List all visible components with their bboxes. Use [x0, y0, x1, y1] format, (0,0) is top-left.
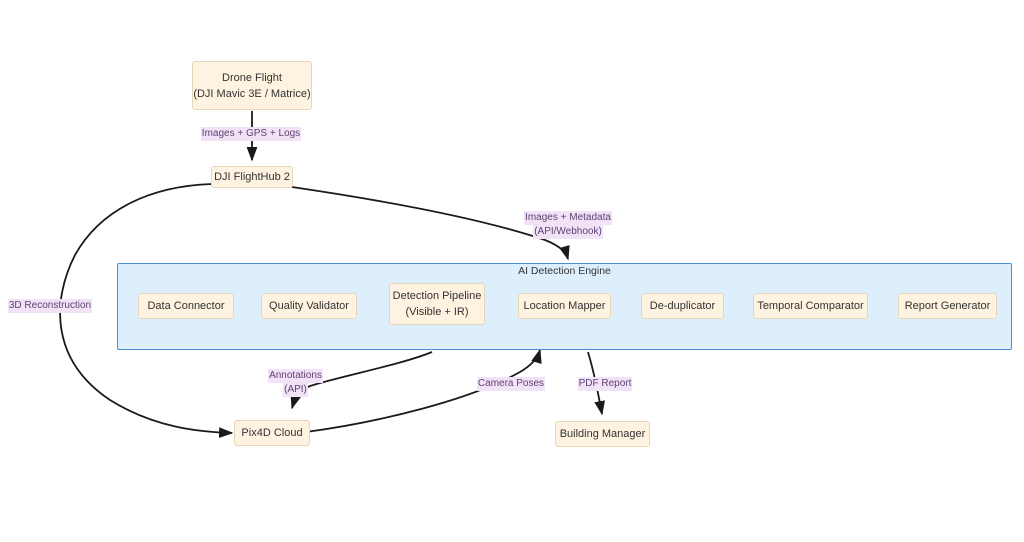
edge-flighthub-to-engine: [291, 186, 570, 261]
node-data-connector[interactable]: Data Connector: [138, 293, 234, 319]
node-dji-flighthub-2-label: DJI FlightHub 2: [214, 171, 290, 183]
edge-label-camera-poses: Camera Poses: [476, 377, 546, 391]
node-detection-pipeline[interactable]: Detection Pipeline (Visible + IR): [389, 283, 485, 325]
node-report-generator[interactable]: Report Generator: [898, 293, 997, 319]
node-de-duplicator[interactable]: De-duplicator: [641, 293, 724, 319]
edge-label-images-metadata-line1: Images + Metadata: [524, 211, 612, 225]
edge-label-pdf-report: PDF Report: [574, 377, 636, 391]
node-temporal-comparator-label: Temporal Comparator: [757, 300, 864, 312]
edge-label-images-gps-logs-line1: Images + GPS + Logs: [200, 127, 302, 141]
node-location-mapper-label: Location Mapper: [523, 300, 606, 312]
edge-label-images-metadata: Images + Metadata (API/Webhook): [518, 211, 618, 239]
node-report-generator-label: Report Generator: [904, 300, 991, 312]
edge-label-3d-reconstruction: 3D Reconstruction: [5, 299, 95, 313]
edge-label-images-gps-logs: Images + GPS + Logs: [196, 127, 306, 141]
node-drone-flight-line2: (DJI Mavic 3E / Matrice): [193, 87, 311, 100]
edge-label-3d-reconstruction-line1: 3D Reconstruction: [7, 299, 93, 313]
node-drone-flight-line1: Drone Flight: [222, 71, 282, 84]
node-pix4d-cloud-label: Pix4D Cloud: [241, 427, 303, 439]
edge-engine-to-pix4d-annotations: [290, 351, 433, 410]
node-detection-pipeline-line2: (Visible + IR): [405, 306, 469, 318]
edge-label-images-metadata-line2: (API/Webhook): [533, 225, 603, 239]
node-drone-flight[interactable]: Drone Flight (DJI Mavic 3E / Matrice): [192, 61, 312, 110]
node-detection-pipeline-line1: Detection Pipeline: [392, 290, 482, 302]
edge-pix4d-to-engine-camera-poses: [305, 348, 542, 433]
edge-engine-to-building-manager: [587, 351, 605, 416]
node-pix4d-cloud[interactable]: Pix4D Cloud: [234, 420, 310, 446]
node-temporal-comparator[interactable]: Temporal Comparator: [753, 293, 868, 319]
node-data-connector-label: Data Connector: [147, 300, 225, 312]
edge-label-annotations-line1: Annotations: [268, 369, 323, 383]
node-building-manager-label: Building Manager: [559, 428, 646, 440]
node-de-duplicator-label: De-duplicator: [649, 300, 716, 312]
edge-label-annotations-line2: (API): [283, 383, 308, 397]
edge-label-annotations: Annotations (API): [258, 369, 333, 397]
node-building-manager[interactable]: Building Manager: [555, 421, 650, 447]
node-quality-validator-label: Quality Validator: [269, 300, 349, 312]
edge-label-pdf-report-line1: PDF Report: [577, 377, 633, 391]
node-dji-flighthub-2[interactable]: DJI FlightHub 2: [211, 166, 293, 188]
cluster-title-ai-detection-engine: AI Detection Engine: [518, 265, 611, 277]
node-quality-validator[interactable]: Quality Validator: [261, 293, 357, 319]
edge-label-camera-poses-line1: Camera Poses: [476, 377, 546, 391]
node-location-mapper[interactable]: Location Mapper: [518, 293, 611, 319]
